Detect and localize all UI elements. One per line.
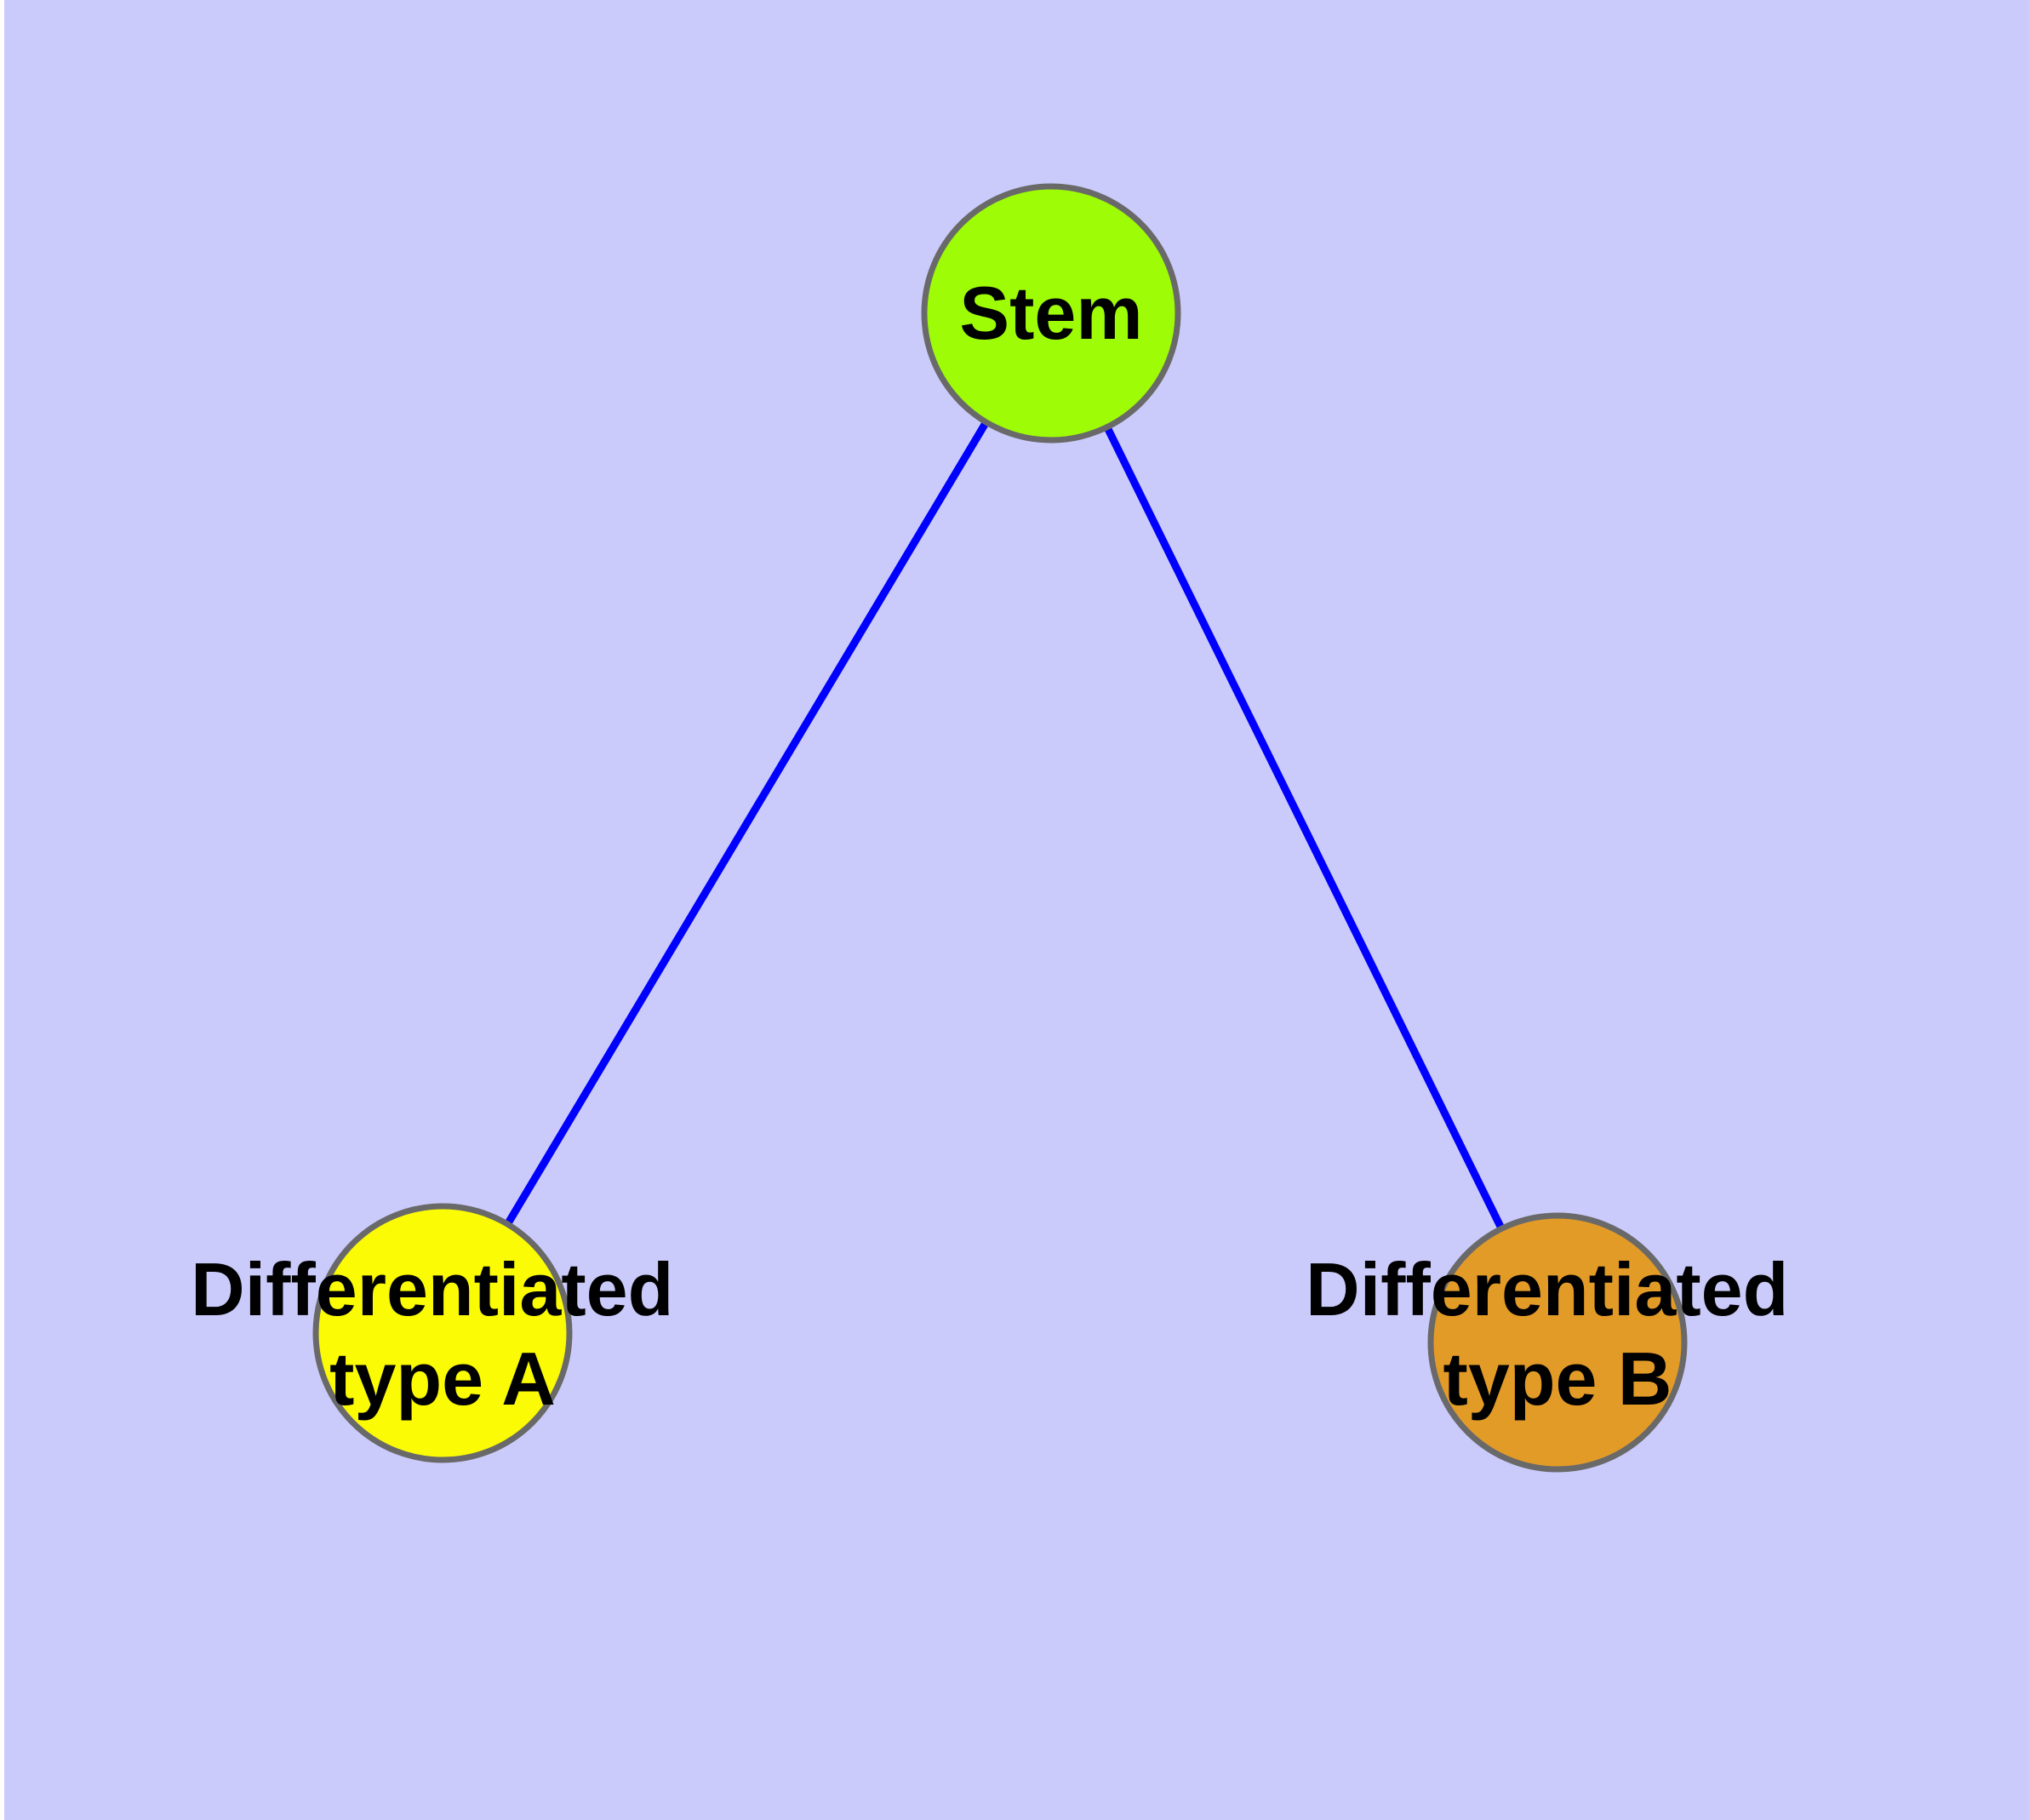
node-circle-stem[interactable] <box>921 183 1181 444</box>
node-label-differentiated-type-b-line-1: Differentiated <box>1306 1247 1788 1331</box>
node-label-differentiated-type-a: Differentiated type A <box>191 1247 694 1421</box>
node-label-differentiated-type-a-line-2: type A <box>329 1336 556 1421</box>
node-circle-differentiated-type-a[interactable] <box>312 1203 573 1463</box>
node-stem[interactable] <box>921 183 1181 444</box>
node-differentiated-type-b[interactable] <box>1427 1212 1688 1473</box>
edge-stem-to-differentiated-type-b[interactable] <box>1047 309 1562 1347</box>
node-label-differentiated-type-b: Differentiated type B <box>1306 1247 1809 1421</box>
label-layer: Stem Differentiated type A Differentiate… <box>191 271 1809 1421</box>
node-label-differentiated-type-b-line-2: type B <box>1443 1336 1672 1421</box>
node-label-differentiated-type-a-line-1: Differentiated <box>191 1247 673 1331</box>
node-differentiated-type-a[interactable] <box>312 1203 573 1463</box>
node-circle-differentiated-type-b[interactable] <box>1427 1212 1688 1473</box>
edge-stem-to-differentiated-type-a[interactable] <box>438 309 1055 1337</box>
edge-layer <box>438 309 1562 1347</box>
node-label-stem: Stem <box>959 271 1142 355</box>
